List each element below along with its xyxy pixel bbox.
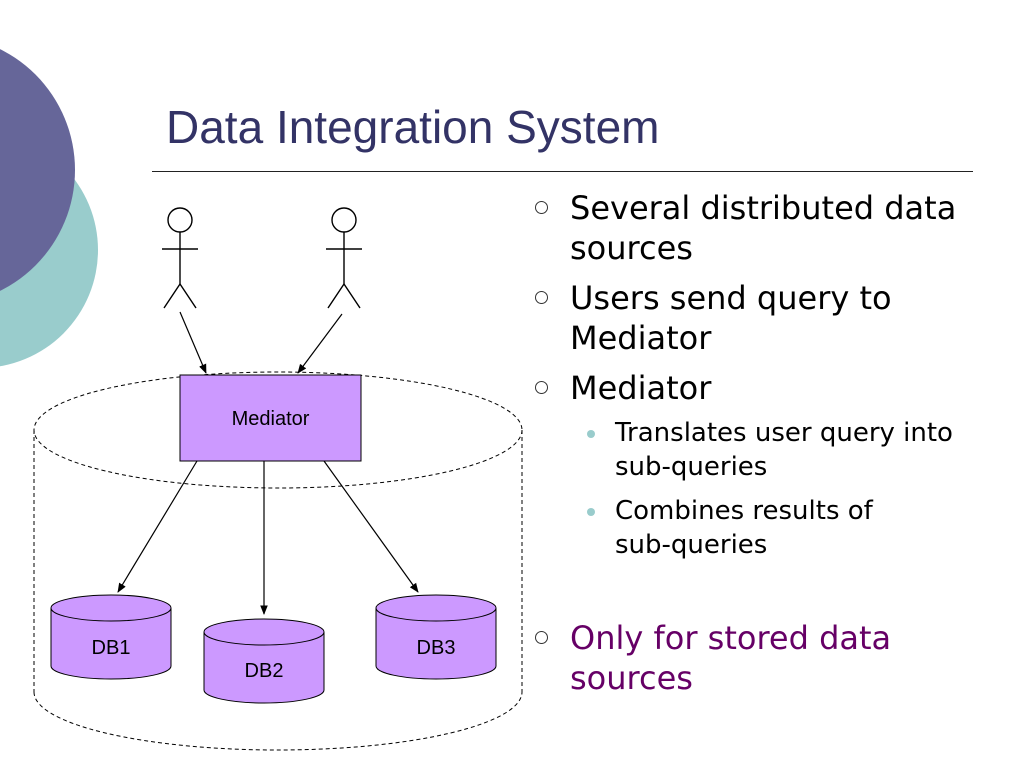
database-db3: DB3 xyxy=(375,594,497,680)
sub-bullet-text: Translates user query into sub-queries xyxy=(615,418,953,482)
title-divider xyxy=(152,171,973,172)
bullet-text: Users send query to Mediator xyxy=(570,279,892,357)
decorative-circles xyxy=(0,49,98,367)
db3-label: DB3 xyxy=(417,637,456,659)
database-db1: DB1 xyxy=(50,594,172,680)
arrow-mediator-to-db3 xyxy=(323,460,419,593)
filled-dot-bullet-icon xyxy=(587,508,595,516)
bullet-text: Mediator xyxy=(570,369,712,407)
mediator-box: Mediator xyxy=(179,374,362,462)
bullet-text: Several distributed data sources xyxy=(570,189,957,267)
system-boundary-cylinder xyxy=(33,371,523,751)
user-figure-right xyxy=(326,207,362,309)
user-figure-left xyxy=(162,207,198,309)
hollow-circle-bullet-icon xyxy=(535,631,548,644)
bullet-item: Several distributed data sources xyxy=(535,188,1015,268)
bullet-item: Mediator xyxy=(535,368,1015,408)
hollow-circle-bullet-icon xyxy=(535,291,548,304)
arrow-user-left-to-mediator xyxy=(179,311,207,374)
bullet-text: Only for stored data sources xyxy=(570,619,892,697)
bullet-item-highlighted: Only for stored data sources xyxy=(535,618,1015,698)
integration-diagram: Mediator DB1 DB2 DB3 xyxy=(33,207,523,751)
sub-bullet-text: Combines results of sub-queries xyxy=(615,496,873,560)
slide-title: Data Integration System xyxy=(166,101,660,153)
db1-label: DB1 xyxy=(92,637,131,659)
decorative-circle-dark xyxy=(0,49,75,291)
mediator-label: Mediator xyxy=(232,408,310,430)
arrow-user-right-to-mediator xyxy=(297,313,343,374)
bullet-item: Users send query to Mediator xyxy=(535,278,1015,358)
database-db2: DB2 xyxy=(203,618,325,704)
filled-dot-bullet-icon xyxy=(587,430,595,438)
hollow-circle-bullet-icon xyxy=(535,381,548,394)
bullet-list: Several distributed data sources Users s… xyxy=(535,188,1015,698)
sub-bullet-item: Combines results of sub-queries xyxy=(535,494,1015,562)
hollow-circle-bullet-icon xyxy=(535,201,548,214)
sub-bullet-item: Translates user query into sub-queries xyxy=(535,416,1015,484)
db2-label: DB2 xyxy=(245,660,284,682)
arrow-mediator-to-db1 xyxy=(117,460,198,593)
